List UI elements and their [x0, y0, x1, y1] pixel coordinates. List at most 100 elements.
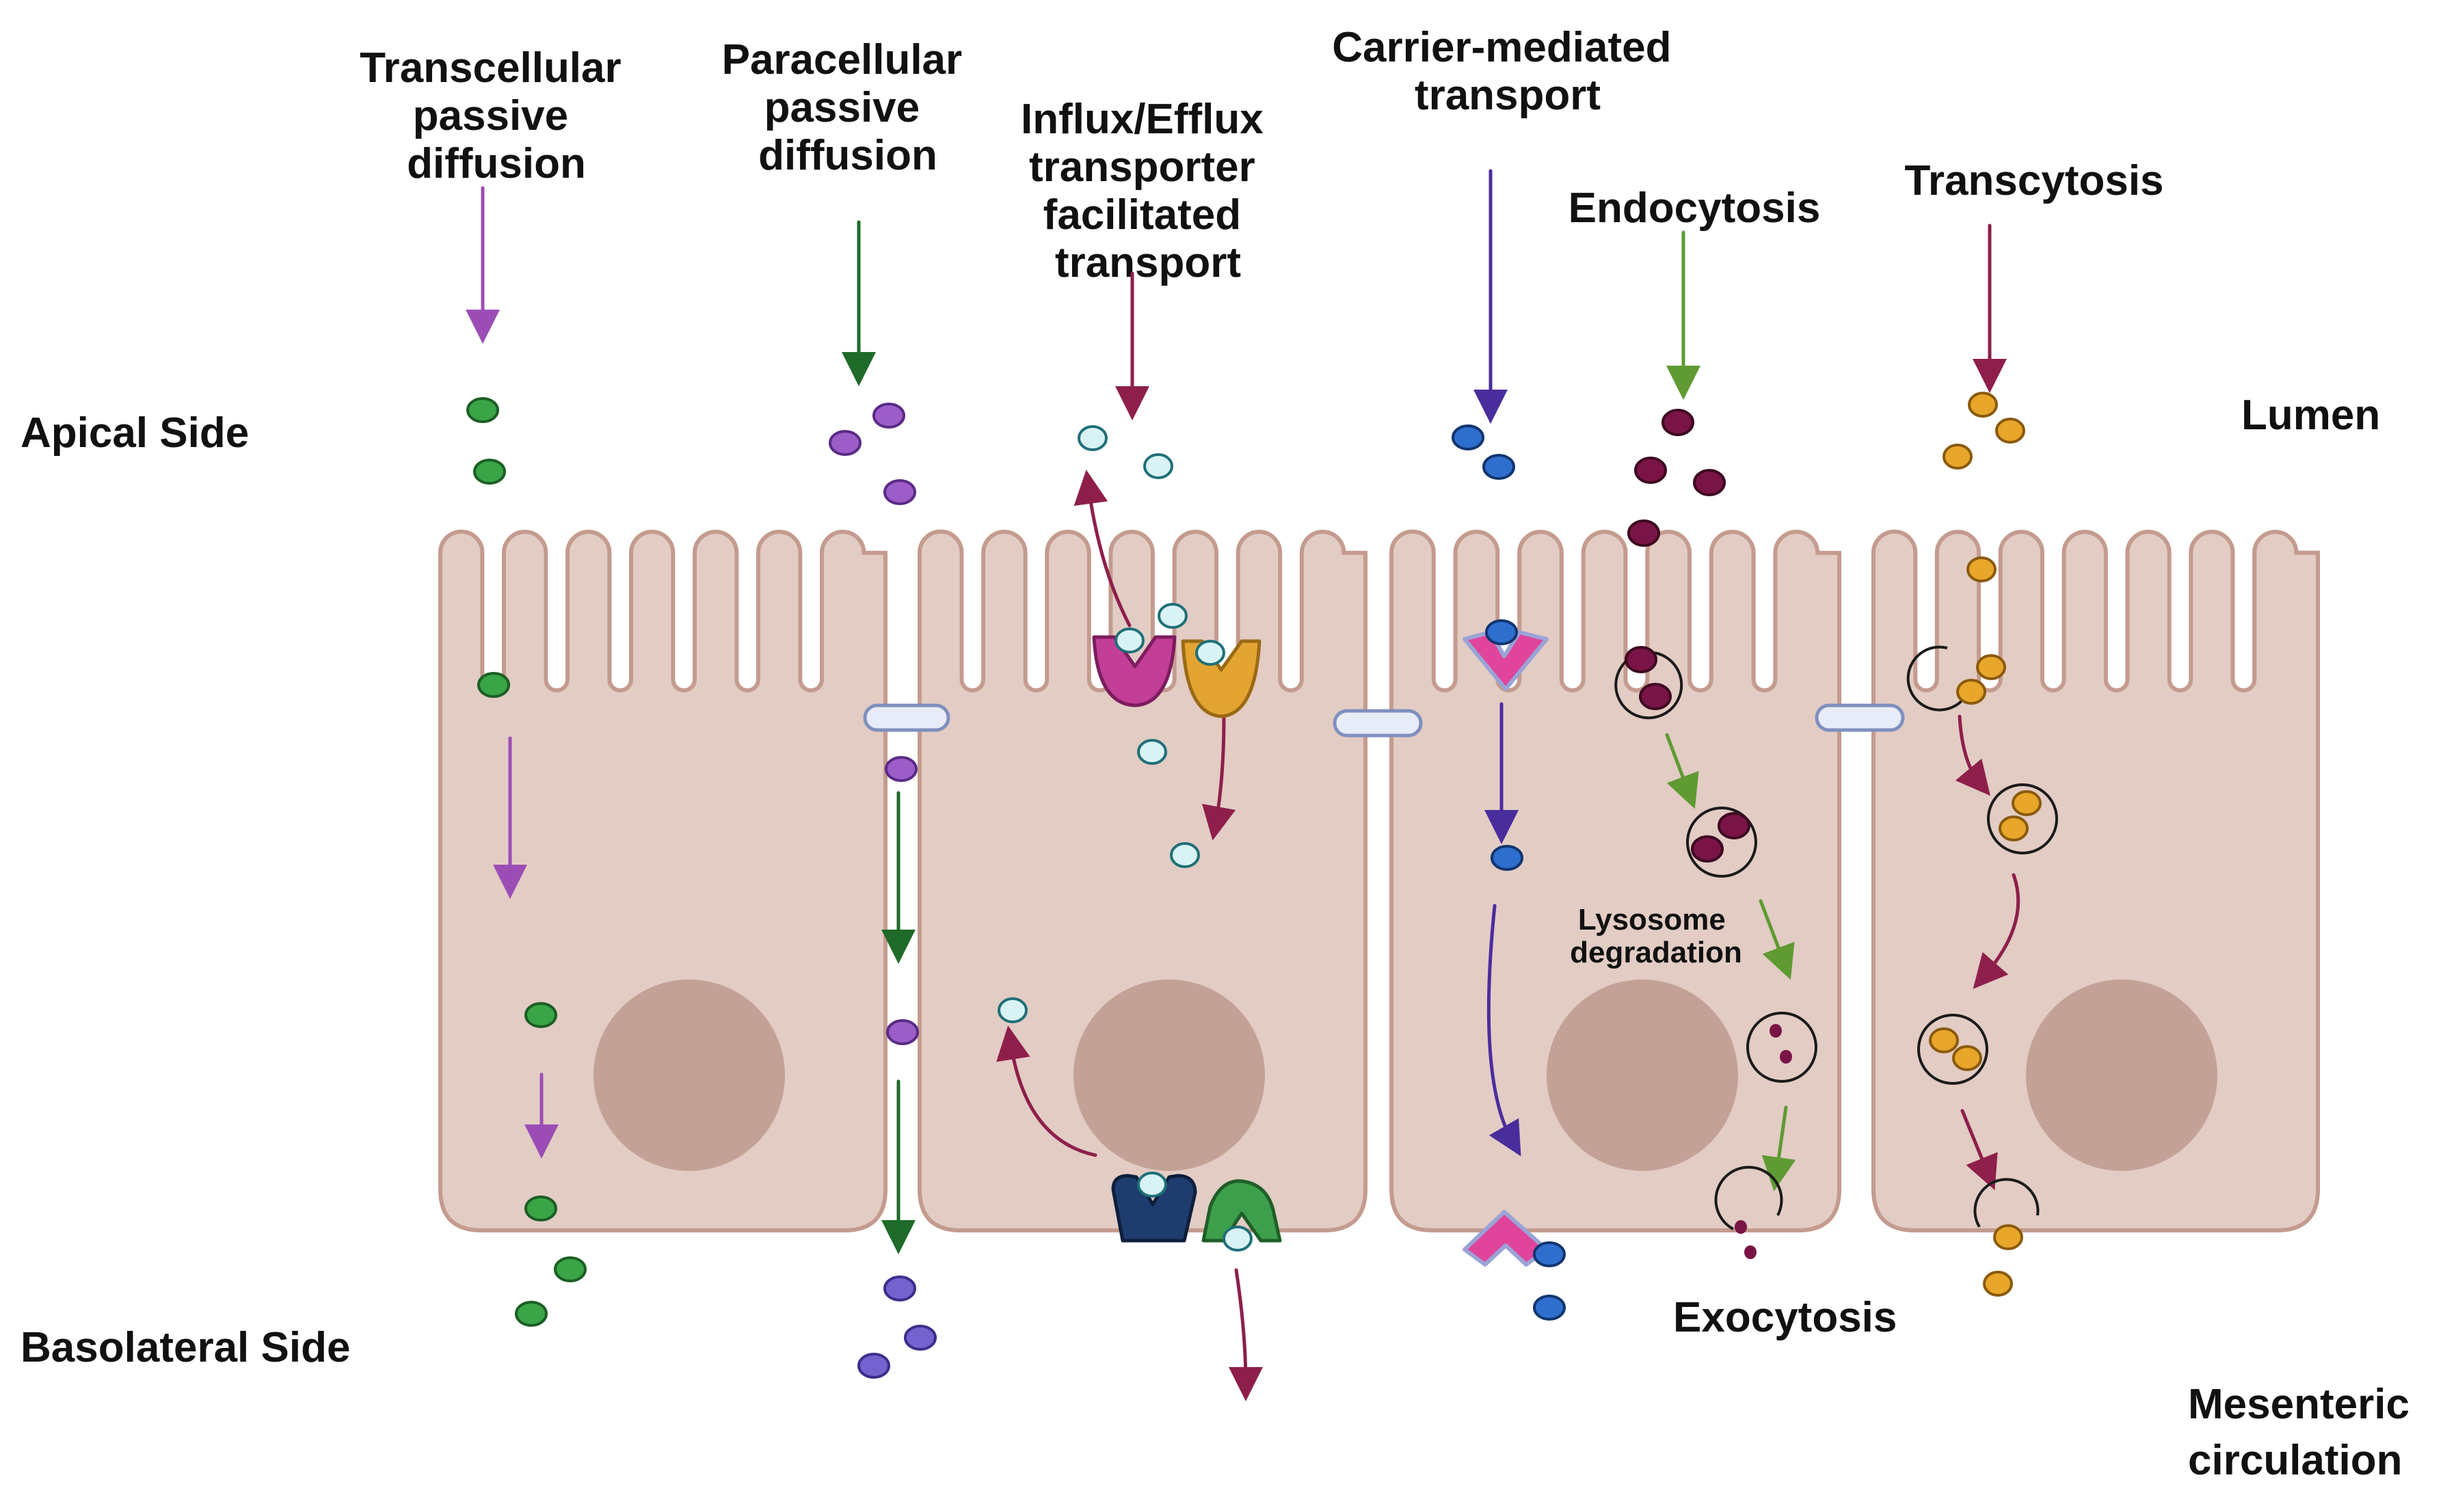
- blue-particle-6: [1533, 1295, 1566, 1321]
- label-mesenteric-circulation: Mesenteric circulation: [2188, 1381, 2421, 1484]
- influx-transporter-magenta: [1092, 635, 1177, 707]
- label-apical-side: Apical Side: [21, 409, 249, 457]
- maroon-particle-7: [1718, 812, 1750, 839]
- violet-particle-3: [857, 1353, 890, 1379]
- lightblue-particle-4: [1114, 627, 1145, 653]
- blue-particle-3: [1485, 619, 1518, 645]
- maroon-particle-6: [1639, 683, 1672, 710]
- purple-particle-4: [885, 756, 918, 782]
- nucleus-3: [1547, 980, 1738, 1171]
- label-carrier-mediated: Carrier-mediated transport: [1332, 24, 1683, 119]
- green-particle-6: [554, 1256, 587, 1282]
- lightblue-particle-8: [998, 997, 1028, 1023]
- green-particle-1: [466, 397, 499, 423]
- orange-particle-3: [1943, 444, 1973, 470]
- degraded-fragment-1: [1770, 1024, 1782, 1038]
- drug-particles: [466, 392, 2042, 1379]
- orange-particle-12: [1983, 1271, 2013, 1297]
- label-exocytosis: Exocytosis: [1673, 1294, 1897, 1341]
- lightblue-particle-1: [1078, 425, 1108, 451]
- orange-particle-2: [1995, 418, 2025, 444]
- degraded-fragment-4: [1744, 1245, 1757, 1259]
- nuclei: [593, 980, 2217, 1171]
- nucleus-1: [593, 980, 785, 1171]
- lightblue-particle-7: [1170, 842, 1200, 868]
- lightblue-particle-9: [1137, 1172, 1167, 1198]
- arrow-endocytosis-2: [1759, 899, 1795, 980]
- arrow-carrier-low: [1486, 904, 1521, 1157]
- arrow-efflux-apical: [1073, 470, 1132, 627]
- orange-particle-10: [1952, 1045, 1982, 1071]
- green-particle-5: [524, 1196, 557, 1221]
- label-transcellular: Transcellular passive diffusion: [360, 44, 633, 187]
- orange-particle-6: [1956, 679, 1986, 705]
- green-particle-7: [515, 1301, 548, 1327]
- label-basolateral-side: Basolateral Side: [21, 1324, 350, 1371]
- nucleus-2: [1073, 980, 1265, 1171]
- lightblue-particle-5: [1195, 640, 1225, 666]
- orange-particle-7: [2012, 790, 2042, 816]
- endosome: [1686, 807, 1757, 878]
- blue-particle-5: [1533, 1241, 1566, 1267]
- maroon-particle-8: [1691, 835, 1724, 863]
- purple-particle-2: [872, 403, 905, 429]
- vesicles: [1614, 645, 2058, 1230]
- blue-particle-1: [1452, 424, 1484, 450]
- transcytosis-vesicle-exit: [1973, 1178, 2040, 1228]
- maroon-particle-3: [1693, 469, 1726, 496]
- purple-particle-5: [886, 1019, 919, 1045]
- arrow-transcytosis-3: [1960, 1109, 1998, 1191]
- arrow-transcytosis-1: [1955, 714, 1990, 796]
- endocytosis-vesicle-forming: [1614, 651, 1683, 720]
- label-lysosome-degradation: Lysosome degradation: [1570, 903, 1742, 969]
- lightblue-particle-3: [1158, 603, 1188, 629]
- arrow-endocytosis-3: [1761, 1105, 1796, 1191]
- green-particle-2: [473, 459, 506, 485]
- blue-particle-2: [1482, 454, 1515, 480]
- violet-particle-2: [904, 1325, 937, 1351]
- transcytosis-vesicle-1: [1987, 783, 2058, 854]
- side-labels: Apical Side Lumen Basolateral Side Exocy…: [21, 392, 2421, 1484]
- maroon-particle-2: [1634, 457, 1667, 484]
- label-lumen: Lumen: [2241, 392, 2380, 439]
- orange-particle-1: [1968, 392, 1998, 418]
- lightblue-particle-2: [1143, 453, 1173, 479]
- arrow-transcytosis-2: [1973, 873, 2020, 989]
- transcytosis-vesicle-2: [1917, 1014, 1988, 1085]
- orange-particle-5: [1976, 654, 2006, 680]
- label-endocytosis: Endocytosis: [1569, 185, 1821, 232]
- arrow-endocytosis-1: [1665, 733, 1699, 809]
- tight-junctions: [863, 703, 1905, 738]
- tight-junction-2: [1333, 709, 1423, 738]
- maroon-particle-1: [1661, 409, 1694, 436]
- lightblue-particle-6: [1137, 739, 1167, 765]
- nucleus-4: [2026, 980, 2217, 1171]
- label-influx-efflux: Influx/Efflux transporter facilitated tr…: [1021, 96, 1275, 286]
- blue-particle-4: [1491, 845, 1523, 871]
- orange-particle-4: [1966, 556, 1997, 582]
- label-paracellular: Paracellular passive diffusion: [722, 36, 974, 179]
- orange-particle-11: [1993, 1224, 2023, 1250]
- orange-particle-9: [1929, 1027, 1959, 1053]
- arrow-efflux-back: [996, 1025, 1097, 1157]
- purple-particle-1: [829, 430, 862, 456]
- green-particle-4: [524, 1002, 557, 1028]
- arrow-influx-into-cell: [1201, 714, 1236, 841]
- exocytosis-vesicle: [1714, 1165, 1783, 1230]
- tight-junction-1: [863, 703, 950, 732]
- arrow-efflux-basolateral: [1228, 1268, 1263, 1401]
- degraded-fragment-3: [1735, 1220, 1747, 1234]
- basolateral-transporter-navy: [1111, 1174, 1197, 1243]
- tight-junction-3: [1815, 703, 1905, 732]
- green-particle-3: [477, 672, 510, 698]
- degraded-fragment-2: [1780, 1050, 1792, 1064]
- violet-particle-1: [883, 1275, 916, 1301]
- maroon-particle-5: [1625, 646, 1657, 673]
- arrows: [466, 169, 2020, 1401]
- pathway-titles: Transcellular passive diffusion Paracell…: [360, 24, 2163, 286]
- orange-particle-8: [1999, 815, 2029, 841]
- maroon-particle-4: [1627, 519, 1660, 547]
- purple-particle-3: [883, 479, 916, 505]
- transcytosis-vesicle-forming: [1906, 645, 1971, 712]
